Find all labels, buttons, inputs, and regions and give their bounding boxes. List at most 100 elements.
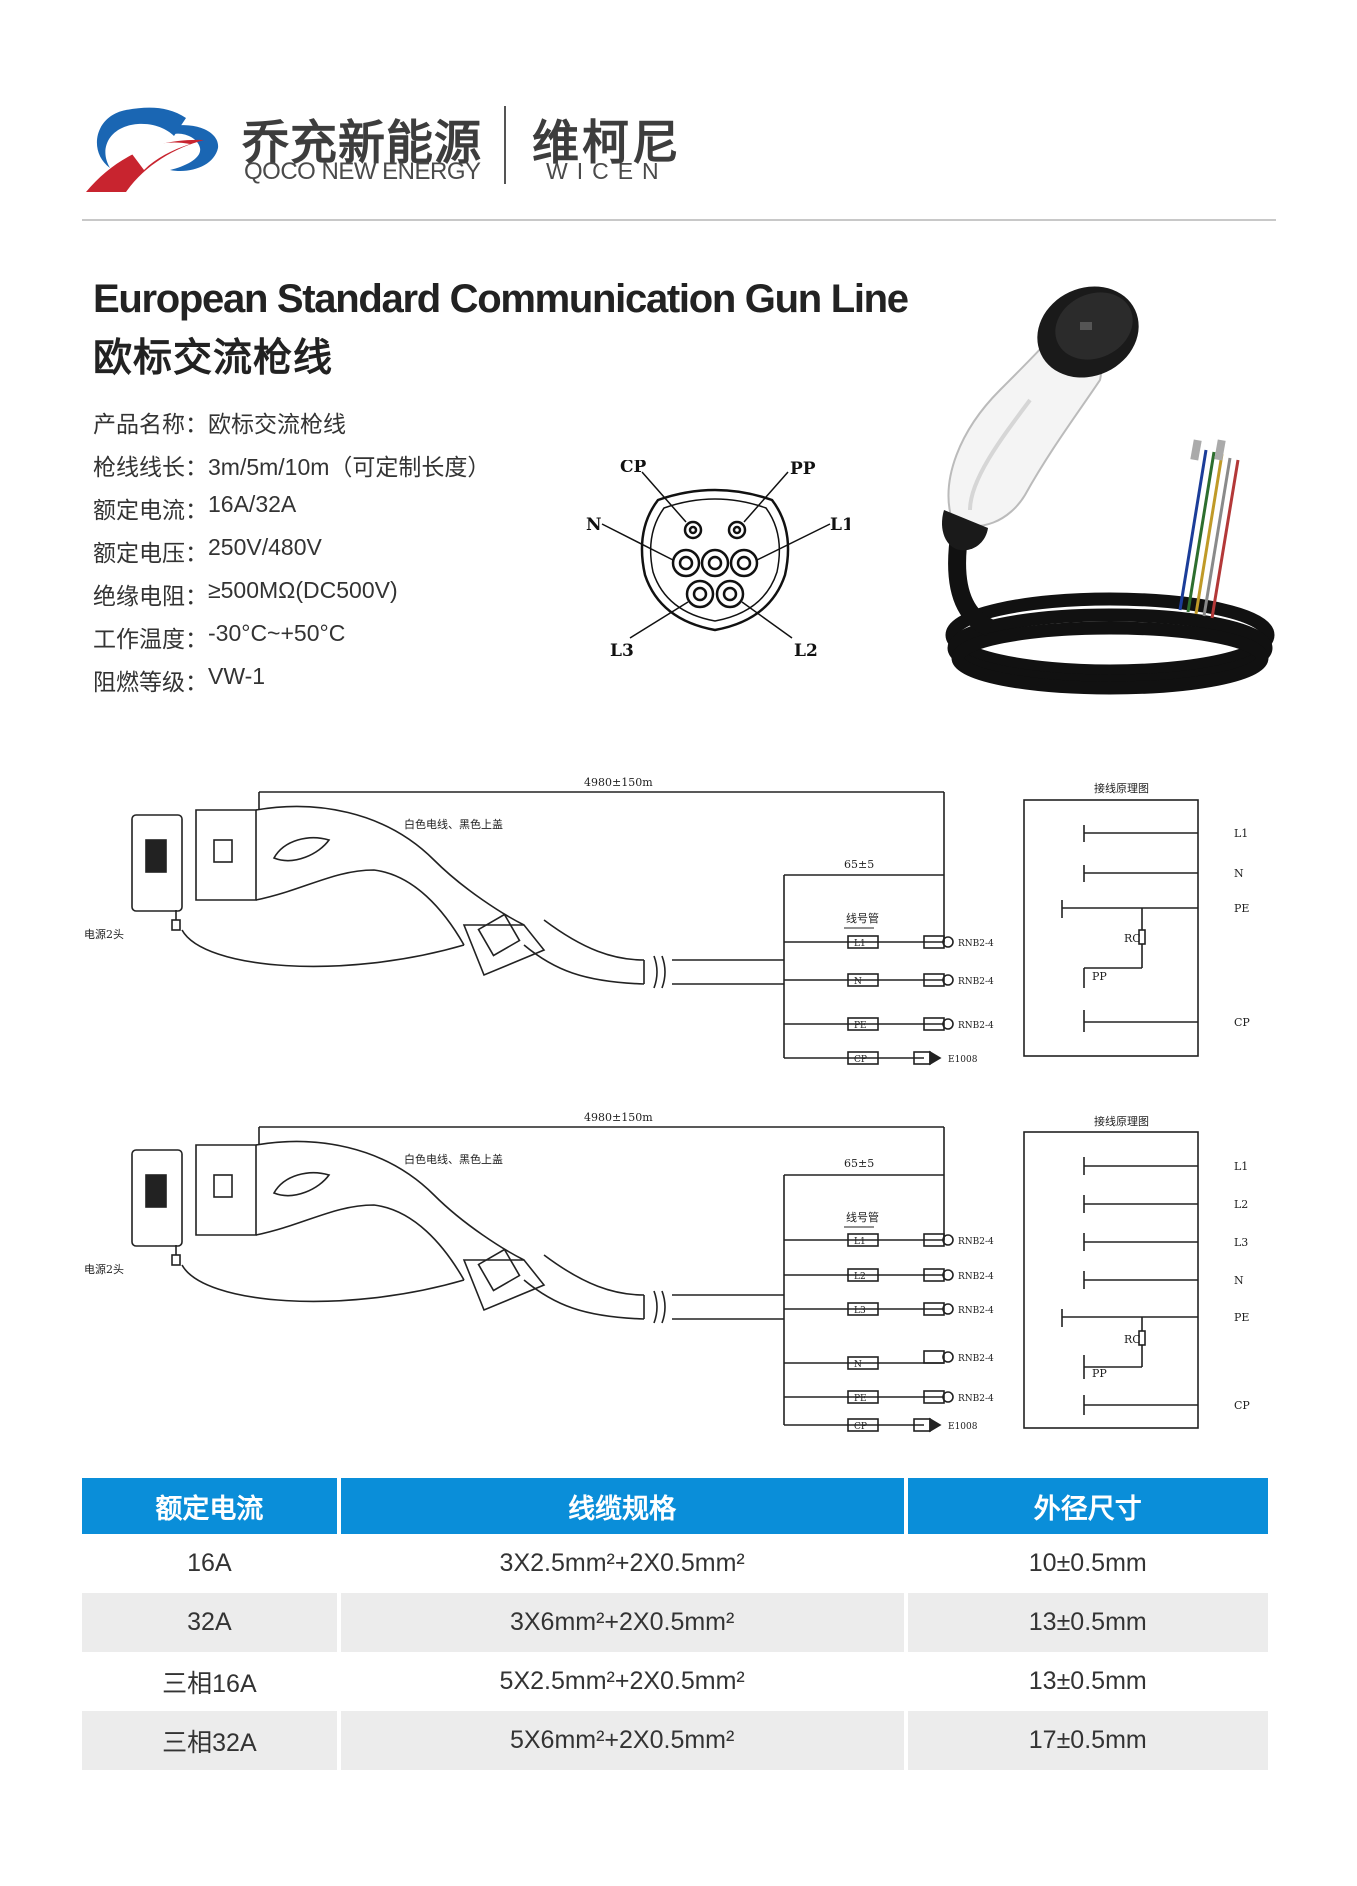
spec-label: 阻燃等级： bbox=[93, 670, 208, 696]
brand2-name-en: WICEN bbox=[546, 158, 668, 184]
table-cell: 10±0.5mm bbox=[1028, 1549, 1147, 1577]
wire-label: N bbox=[854, 977, 862, 987]
terminal-label: RNB2-4 bbox=[958, 1021, 994, 1031]
product-title-en: European Standard Communication Gun Line bbox=[93, 277, 909, 321]
spec-item: 额定电压：250V/480V bbox=[93, 534, 613, 577]
header-divider bbox=[82, 219, 1276, 221]
annotation-note: 电源2头 bbox=[84, 927, 124, 941]
table-cell: 32A bbox=[82, 1593, 337, 1652]
dimension-label: 4980±150m bbox=[584, 776, 653, 789]
socket-label-l1: L1 bbox=[830, 515, 850, 535]
brand-name-cn: 乔充新能源 bbox=[242, 116, 482, 171]
table-row: 32A 3X6mm²+2X0.5mm² 13±0.5mm bbox=[82, 1593, 1268, 1652]
schematic-label: N bbox=[1234, 1274, 1244, 1287]
charging-gun-image bbox=[941, 286, 1275, 695]
terminal-label: RNB2-4 bbox=[958, 939, 994, 949]
pp-label: PP bbox=[1092, 970, 1107, 983]
spec-item: 阻燃等级：VW-1 bbox=[93, 663, 613, 706]
rc-label: RC bbox=[1124, 1333, 1141, 1346]
wire-label: N bbox=[854, 1360, 862, 1370]
rc-label: RC bbox=[1124, 932, 1141, 945]
table-row: 三相16A 5X2.5mm²+2X0.5mm² 13±0.5mm bbox=[82, 1652, 1268, 1711]
wire-label: CP bbox=[854, 1055, 867, 1065]
dimension-label: 65±5 bbox=[844, 1157, 874, 1170]
table-row: 三相32A 5X6mm²+2X0.5mm² 17±0.5mm bbox=[82, 1711, 1268, 1770]
schematic-label: L2 bbox=[1234, 1198, 1248, 1211]
annotation-note: 白色电线、黑色上盖 bbox=[404, 817, 503, 831]
column-header-outer-diameter: 外径尺寸 bbox=[907, 1478, 1268, 1534]
dimension-label: 4980±150m bbox=[584, 1111, 653, 1124]
schematic-label: CP bbox=[1234, 1399, 1250, 1412]
table-cell: 三相16A bbox=[162, 1669, 257, 1698]
schematic-label: PE bbox=[1234, 1311, 1249, 1324]
socket-label-n: N bbox=[586, 515, 602, 535]
spec-label: 工作温度： bbox=[93, 627, 208, 653]
table-cell: 5X2.5mm²+2X0.5mm² bbox=[499, 1667, 745, 1695]
spec-list: 产品名称：欧标交流枪线 枪线线长：3m/5m/10m（可定制长度） 额定电流：1… bbox=[93, 405, 613, 706]
spec-value: 3m/5m/10m（可定制长度） bbox=[208, 454, 491, 480]
spec-value: 250V/480V bbox=[208, 534, 322, 560]
table-cell: 17±0.5mm bbox=[907, 1711, 1268, 1770]
terminal-label: RNB2-4 bbox=[958, 1272, 994, 1282]
spec-item: 产品名称：欧标交流枪线 bbox=[93, 405, 613, 448]
brand-divider bbox=[504, 106, 506, 184]
pp-label: PP bbox=[1092, 1367, 1107, 1380]
socket-pinout-diagram: CP PP N L1 L3 L2 bbox=[586, 460, 850, 661]
table-cell: 3X6mm²+2X0.5mm² bbox=[340, 1593, 904, 1652]
table-cell: 13±0.5mm bbox=[907, 1593, 1268, 1652]
socket-label-l2: L2 bbox=[794, 641, 818, 661]
brand-name-en: QOCO NEW ENERGY bbox=[244, 158, 481, 185]
wiring-diagram-three-phase: 4980±150m 65±5 白色电线、黑色上盖 电源2头 线号管 L1 L2 … bbox=[84, 1111, 1250, 1433]
spec-item: 额定电流：16A/32A bbox=[93, 491, 613, 534]
wire-label: L1 bbox=[854, 939, 866, 949]
spec-value: 16A/32A bbox=[208, 491, 297, 517]
socket-label-pp: PP bbox=[790, 460, 816, 479]
socket-label-l3: L3 bbox=[610, 641, 634, 661]
spec-value: ≥500MΩ(DC500V) bbox=[208, 577, 398, 603]
terminal-label: RNB2-4 bbox=[958, 977, 994, 987]
spec-value: -30°C~+50°C bbox=[208, 620, 346, 646]
socket-label-cp: CP bbox=[620, 460, 647, 477]
wire-label: CP bbox=[854, 1422, 867, 1432]
schematic-label: L1 bbox=[1234, 827, 1248, 840]
table-row: 16A 3X2.5mm²+2X0.5mm² 10±0.5mm bbox=[82, 1534, 1268, 1593]
terminal-label: RNB2-4 bbox=[958, 1306, 994, 1316]
schematic-label: CP bbox=[1234, 1016, 1250, 1029]
wire-tag-label: 线号管 bbox=[846, 911, 879, 925]
table-cell: 13±0.5mm bbox=[1028, 1667, 1147, 1695]
spec-label: 绝缘电阻： bbox=[93, 584, 208, 610]
column-header-cable-spec: 线缆规格 bbox=[340, 1478, 904, 1534]
table-cell: 5X6mm²+2X0.5mm² bbox=[340, 1711, 904, 1770]
wire-label: L3 bbox=[854, 1306, 866, 1316]
company-logo bbox=[86, 107, 219, 192]
spec-label: 产品名称： bbox=[93, 412, 208, 438]
wire-label: L2 bbox=[854, 1272, 866, 1282]
wiring-diagram-single-phase: 4980±150m 65±5 白色电线、黑色上盖 电源2头 线号管 L1 N P… bbox=[84, 776, 1250, 1066]
spec-label: 额定电压： bbox=[93, 541, 208, 567]
spec-value: VW-1 bbox=[208, 663, 266, 689]
terminal-label: RNB2-4 bbox=[958, 1237, 994, 1247]
table-cell: 3X2.5mm²+2X0.5mm² bbox=[499, 1549, 745, 1577]
schematic-label: L1 bbox=[1234, 1160, 1248, 1173]
spec-item: 工作温度：-30°C~+50°C bbox=[93, 620, 613, 663]
terminal-label: E1008 bbox=[948, 1422, 978, 1432]
schematic-title: 接线原理图 bbox=[1094, 1114, 1149, 1128]
brand-header: 乔充新能源 QOCO NEW ENERGY 维柯尼 WICEN bbox=[86, 96, 686, 196]
schematic-label: L3 bbox=[1234, 1236, 1248, 1249]
cable-spec-table: 额定电流 线缆规格 外径尺寸 16A 3X2.5mm²+2X0.5mm² 10±… bbox=[78, 1478, 1272, 1770]
annotation-note: 电源2头 bbox=[84, 1262, 124, 1276]
dimension-label: 65±5 bbox=[844, 858, 874, 871]
table-cell: 三相32A bbox=[82, 1711, 337, 1770]
schematic-label: N bbox=[1234, 867, 1244, 880]
table-cell: 16A bbox=[187, 1549, 232, 1577]
spec-item: 绝缘电阻：≥500MΩ(DC500V) bbox=[93, 577, 613, 620]
spec-item: 枪线线长：3m/5m/10m（可定制长度） bbox=[93, 448, 613, 491]
terminal-label: RNB2-4 bbox=[958, 1394, 994, 1404]
wire-label: PE bbox=[854, 1394, 867, 1404]
spec-label: 枪线线长： bbox=[93, 455, 208, 481]
product-title-cn: 欧标交流枪线 bbox=[93, 336, 334, 381]
wire-label: PE bbox=[854, 1021, 867, 1031]
terminal-label: RNB2-4 bbox=[958, 1354, 994, 1364]
annotation-note: 白色电线、黑色上盖 bbox=[404, 1152, 503, 1166]
wire-label: L1 bbox=[854, 1237, 866, 1247]
